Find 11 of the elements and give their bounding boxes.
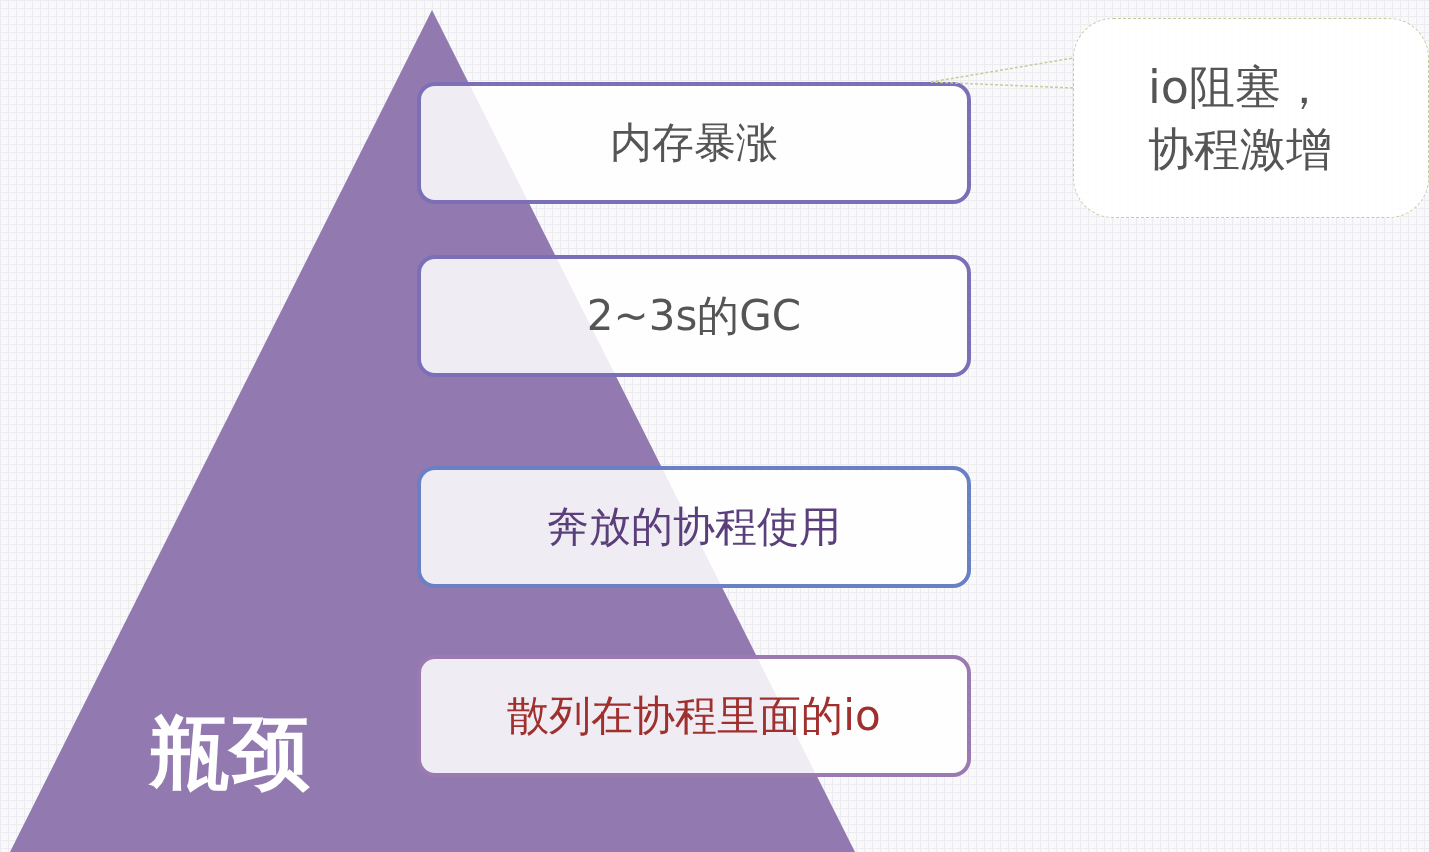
- level-box: [417, 655, 971, 777]
- level-box: [417, 82, 971, 204]
- level-box: [417, 255, 971, 377]
- callout-text: io阻塞，协程激增: [1148, 58, 1333, 178]
- callout-bubble: [1073, 18, 1429, 218]
- box-label: 奔放的协程使用: [547, 501, 841, 553]
- box-label: 散列在协程里面的io: [507, 690, 881, 742]
- box-label: 2~3s的GC: [586, 290, 802, 342]
- box-label: 内存暴涨: [610, 117, 778, 169]
- level-box: [417, 466, 971, 588]
- pyramid-label: 瓶颈: [150, 706, 310, 799]
